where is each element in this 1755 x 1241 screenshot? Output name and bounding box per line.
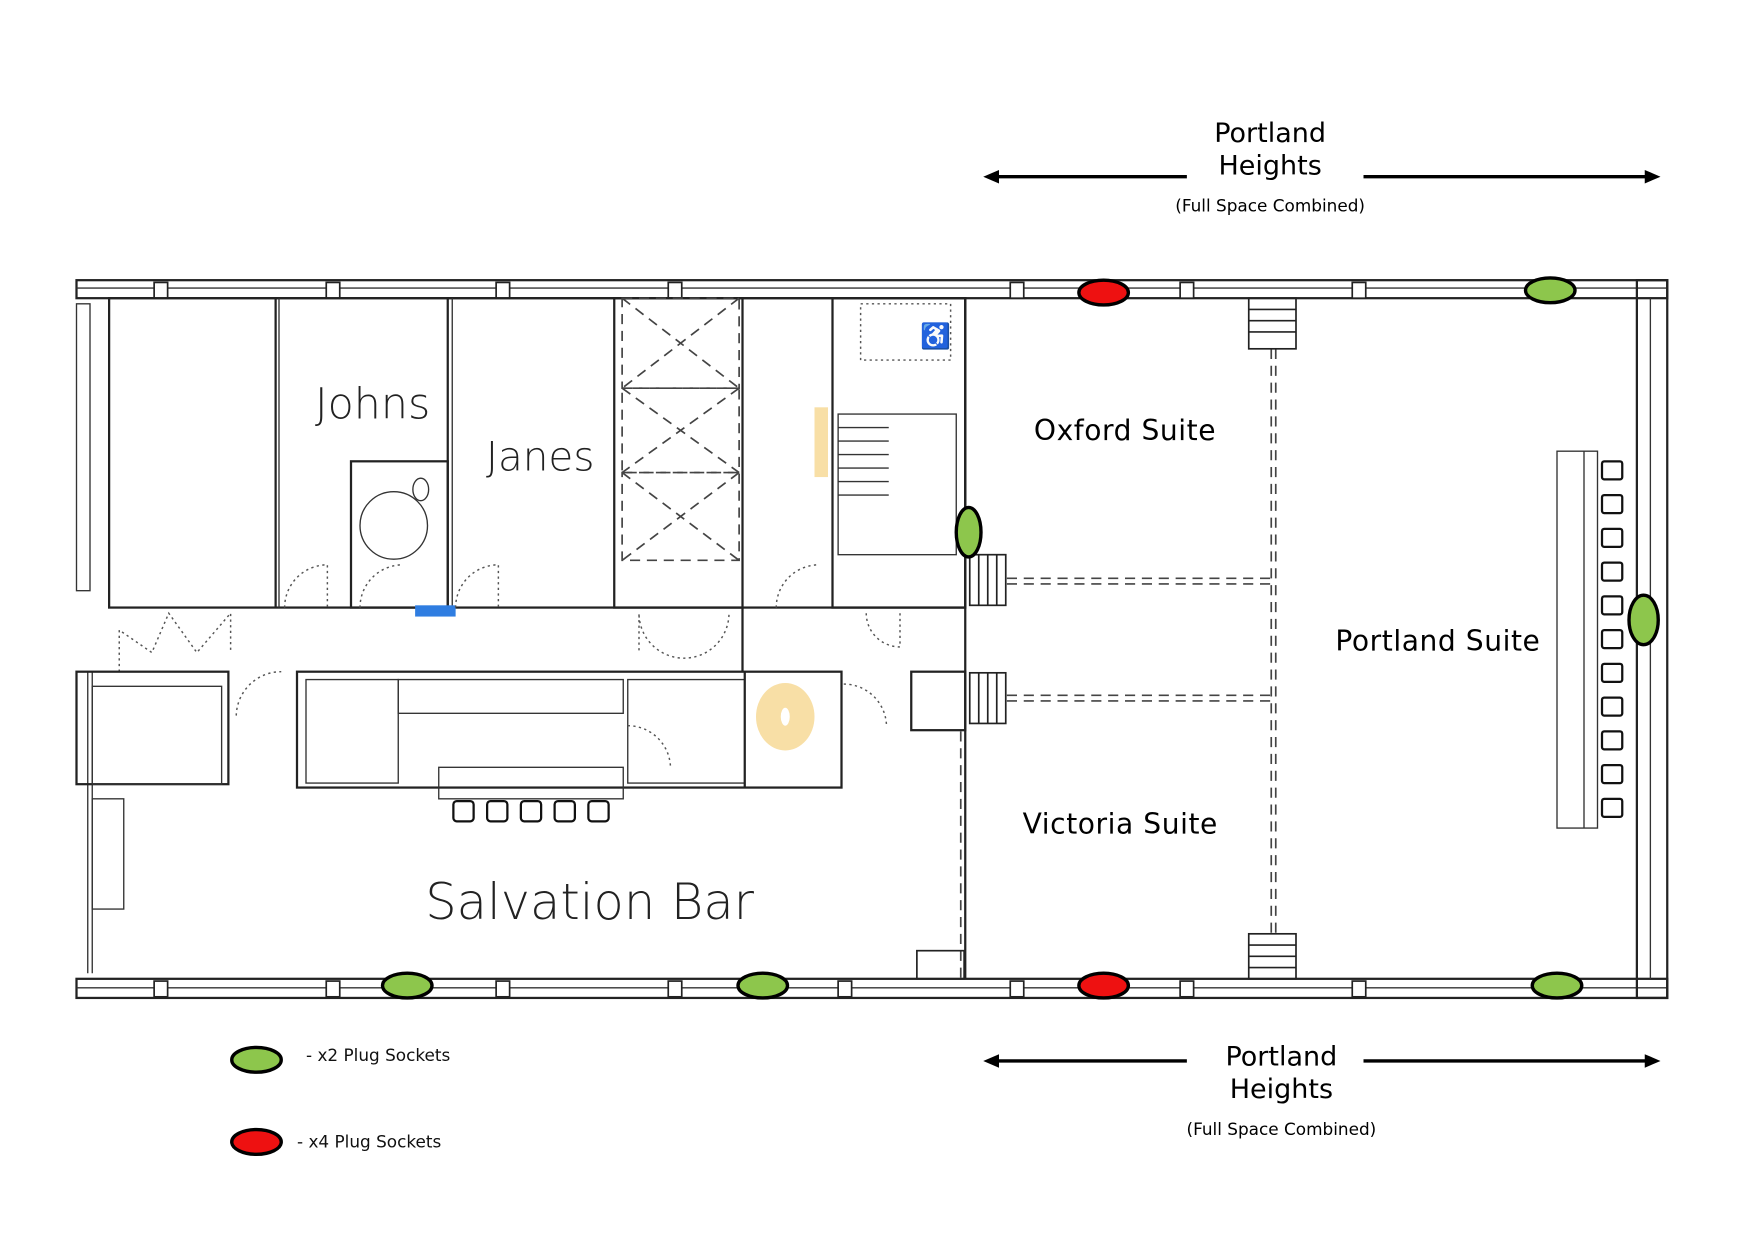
socket-x4-icon	[1077, 278, 1131, 307]
bar-block	[75, 670, 967, 910]
socket-x2-icon	[380, 971, 434, 1000]
head-table	[1556, 450, 1599, 829]
legend-label-x2: - x2 Plug Sockets	[306, 1045, 450, 1065]
legend-green-socket-icon	[230, 1045, 283, 1074]
socket-x2-icon	[1530, 971, 1584, 1000]
suite-partitions	[916, 297, 1624, 980]
room-label-portland-suite: Portland Suite	[1335, 624, 1540, 657]
room-label-janes: Janes	[486, 432, 594, 480]
blue-marker	[415, 605, 456, 617]
header-subtitle: (Full Space Combined)	[1175, 196, 1365, 216]
header-title-line2: Heights	[1218, 150, 1321, 181]
socket-x2-icon	[954, 505, 983, 559]
header-subtitle: (Full Space Combined)	[1187, 1119, 1377, 1139]
header-title-line1: Portland	[1225, 1041, 1337, 1072]
wheelchair-icon	[359, 491, 429, 560]
staircase	[837, 413, 957, 556]
portland-heights-header-top: Portland Heights (Full Space Combined)	[983, 118, 1661, 216]
tan-marker	[814, 407, 828, 478]
socket-x2-icon	[736, 971, 790, 1000]
room-label-johns: Johns	[315, 380, 430, 430]
header-title-line2: Heights	[1230, 1074, 1333, 1105]
legend-red-socket-icon	[230, 1127, 283, 1156]
corridor-doors	[118, 607, 901, 672]
header-title-line1: Portland	[1214, 118, 1326, 149]
accessible-icon: ♿	[920, 321, 951, 350]
legend: - x2 Plug Sockets - x4 Plug Sockets	[230, 1045, 450, 1156]
room-label-oxford-suite: Oxford Suite	[1034, 414, 1216, 447]
portland-heights-header-bottom: Portland Heights (Full Space Combined)	[983, 1041, 1661, 1139]
legend-label-x4: - x4 Plug Sockets	[297, 1132, 441, 1152]
plug-sockets	[380, 276, 1660, 1000]
socket-x4-icon	[1077, 971, 1131, 1000]
accessible-toilet	[349, 460, 449, 609]
top-rooms: ♿	[108, 297, 967, 617]
toilet-icon	[412, 477, 430, 502]
room-label-salvation-bar: Salvation Bar	[425, 873, 754, 931]
bar-counter	[438, 766, 624, 800]
room-label-victoria-suite: Victoria Suite	[1023, 808, 1218, 841]
socket-x2-icon	[1523, 276, 1577, 305]
socket-x2-icon	[1627, 593, 1660, 647]
